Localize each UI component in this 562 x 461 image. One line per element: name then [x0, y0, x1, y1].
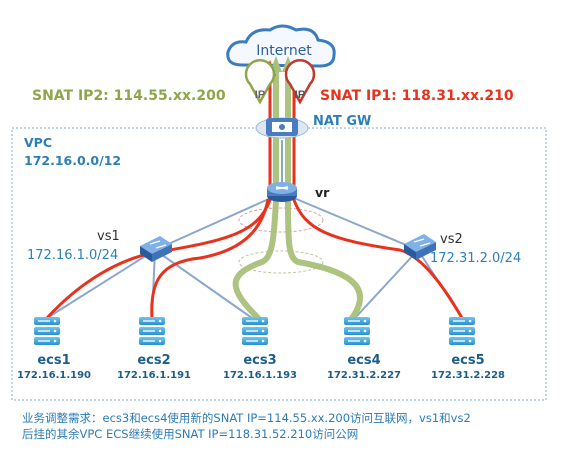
- vs2-switch-icon: [404, 234, 436, 260]
- ecs1-label: ecs1 172.16.1.190: [4, 353, 104, 381]
- internet-cloud-icon: [226, 24, 336, 68]
- vs2-cidr: 172.31.2.0/24: [430, 251, 522, 266]
- pin-ip-text: IP: [295, 89, 305, 101]
- vs1-switch-icon: [140, 236, 172, 262]
- note-line-2: 后挂的其余VPC ECS继续使用SNAT IP=118.31.52.210访问公…: [22, 427, 359, 441]
- ecs-ip: 172.31.2.228: [430, 370, 506, 381]
- ecs-server-icon: [344, 317, 370, 345]
- ecs-ip: 172.16.1.190: [16, 370, 92, 381]
- vs2-name: vs2: [440, 232, 463, 247]
- snat-ip2-label: SNAT IP2: 114.55.xx.200: [32, 88, 226, 104]
- ecs-name: ecs1: [37, 353, 71, 368]
- ecs2-label: ecs2 172.16.1.191: [104, 353, 204, 381]
- ecs-name: ecs4: [347, 353, 381, 368]
- snat-ip1-red-path: [45, 70, 464, 320]
- ecs-server-icon: [34, 317, 60, 345]
- pin-ip-text: IP: [255, 89, 265, 101]
- ecs-server-icon: [242, 317, 268, 345]
- ecs-name: ecs3: [243, 353, 277, 368]
- vpc-name: VPC: [24, 135, 53, 150]
- ecs4-label: ecs4 172.31.2.227: [314, 353, 414, 381]
- ecs5-label: ecs5 172.31.2.228: [418, 353, 518, 381]
- note-line-1: 业务调整需求：ecs3和ecs4使用新的SNAT IP=114.55.xx.20…: [22, 411, 471, 425]
- internet-label: Internet: [256, 43, 312, 59]
- nat-gateway-icon: [255, 117, 309, 139]
- snat-ip2-pin-icon: [244, 58, 276, 105]
- vr-label: vr: [315, 185, 330, 200]
- requirement-note: 业务调整需求：ecs3和ecs4使用新的SNAT IP=114.55.xx.20…: [22, 410, 557, 442]
- ecs-server-icon: [139, 317, 165, 345]
- ecs3-label: ecs3 172.16.1.193: [210, 353, 310, 381]
- vs2-label: vs2 172.31.2.0/24: [430, 230, 521, 268]
- ecs-ip: 172.16.1.193: [222, 370, 298, 381]
- vpc-label: VPC 172.16.0.0/12: [24, 134, 121, 170]
- vs1-cidr: 172.16.1.0/24: [27, 248, 119, 263]
- vpc-boundary: [11, 127, 547, 401]
- ecs-server-icon: [449, 317, 475, 345]
- ecs-name: ecs5: [451, 353, 485, 368]
- vs1-label: vs1 172.16.1.0/24: [27, 227, 120, 265]
- snat-ip2-green-path: [232, 67, 364, 321]
- vr-router-icon: [267, 182, 297, 202]
- ecs-name: ecs2: [137, 353, 171, 368]
- vr-dashed-ellipse-green: [238, 250, 324, 274]
- vs1-name: vs1: [97, 229, 120, 244]
- ecs-ip: 172.16.1.191: [116, 370, 192, 381]
- snat-ip1-label: SNAT IP1: 118.31.xx.210: [320, 88, 514, 104]
- nat-gw-label: NAT GW: [313, 114, 372, 129]
- vr-dashed-ellipse: [238, 207, 324, 233]
- snat-ip1-pin-icon: [284, 58, 316, 105]
- ecs-ip: 172.31.2.227: [326, 370, 402, 381]
- vpc-cidr: 172.16.0.0/12: [24, 153, 122, 168]
